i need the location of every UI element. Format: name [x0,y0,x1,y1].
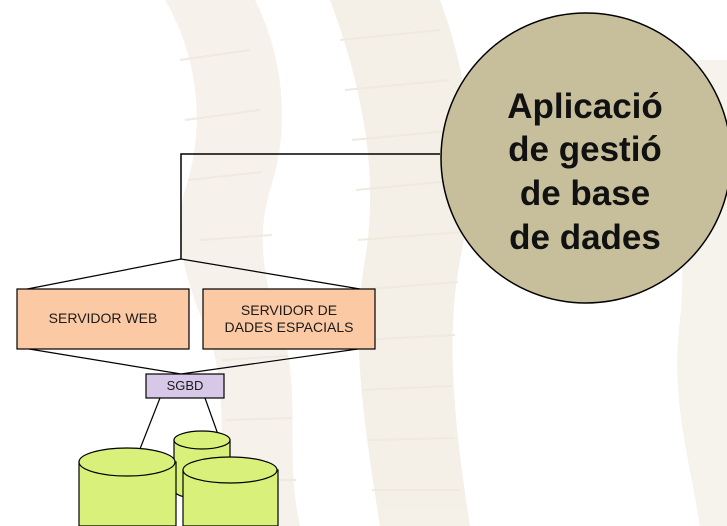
web-server-box [16,288,190,350]
web-server-label: SERVIDOR WEB [48,310,158,327]
database-left-icon [78,447,177,526]
spatial-data-server-box [202,288,376,350]
application-circle [440,12,727,304]
tower-stripes [179,29,463,491]
application-circle-label: Aplicació de gestió de base de dades [507,86,663,257]
diamond-lower-edge [16,346,373,375]
sgbd-box [145,373,225,399]
sgbd-label: SGBD [166,377,204,393]
tower-center-watermark [330,0,471,526]
spatial-data-server-label: SERVIDOR DE DADES ESPACIALS [224,301,354,336]
database-right-icon [182,456,279,526]
diamond-upper-left-edge [16,258,373,292]
connector-line [180,153,440,259]
sgbd-line-left [137,397,161,455]
tower-left-watermark [165,0,300,526]
